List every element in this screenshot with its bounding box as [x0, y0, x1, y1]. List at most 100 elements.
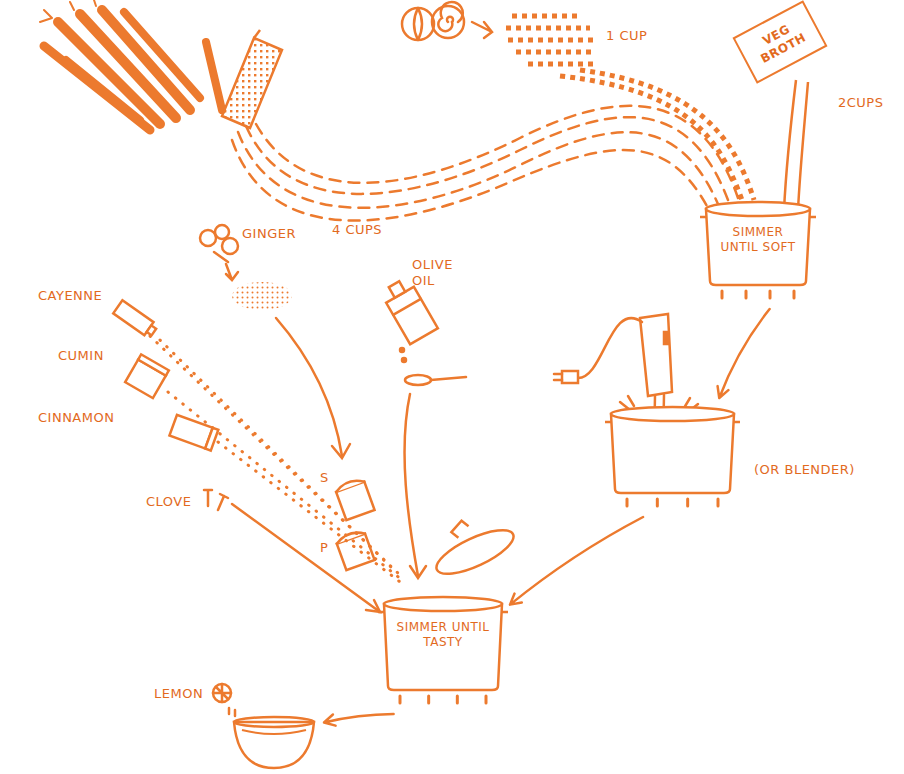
ginger — [276, 318, 342, 456]
grated-carrot — [256, 106, 738, 198]
spice-dust — [168, 392, 402, 580]
onion — [414, 8, 422, 40]
soup-pot: SIMMER UNTIL SOFT — [700, 195, 816, 307]
olive-oil — [389, 281, 405, 297]
olive-oil — [402, 358, 406, 362]
ginger — [215, 225, 229, 239]
node-label: LEMON — [154, 686, 203, 702]
spice-jars — [169, 415, 218, 451]
ingredient-label: CLOVE — [146, 494, 191, 510]
spice-jars — [113, 300, 374, 570]
ingredient-label: CINNAMON — [38, 410, 114, 426]
ginger — [200, 225, 350, 458]
ginger — [222, 238, 238, 254]
immersion-blender — [640, 314, 672, 396]
diced-onion — [512, 14, 580, 19]
onion — [402, 2, 492, 40]
pot-lid — [449, 519, 471, 539]
spice-jars — [147, 325, 157, 335]
grated-carrot — [238, 132, 718, 208]
node-label: SIMMER UNTIL SOFT — [712, 225, 804, 255]
ginger — [226, 264, 238, 280]
broth-carton: VEG BROTH — [732, 0, 827, 83]
ginger — [200, 230, 216, 246]
ingredient-label: 4 CUPS — [332, 222, 382, 238]
olive-oil — [380, 276, 466, 578]
grater — [222, 38, 282, 128]
diced-onion — [560, 76, 742, 200]
ginger — [332, 444, 350, 458]
immersion-blender — [562, 371, 578, 383]
cloves — [204, 490, 212, 506]
grater — [254, 30, 260, 38]
carrots — [206, 42, 222, 110]
spice-jars — [113, 300, 158, 338]
diced-onion — [508, 38, 594, 43]
ginger — [232, 282, 292, 310]
pot-lid — [431, 522, 519, 583]
spice-jars — [138, 354, 169, 375]
ingredient-label: 1 CUP — [606, 28, 647, 44]
grated-carrot — [232, 140, 708, 221]
carrots — [80, 14, 176, 118]
onion — [472, 22, 492, 38]
broth-pour — [784, 80, 796, 210]
step-arrow — [324, 714, 394, 726]
diced-onion — [506, 16, 754, 200]
spice-dust — [150, 336, 400, 575]
spice-jars — [334, 477, 364, 492]
spice-jars — [335, 529, 374, 570]
pot-outline — [605, 400, 740, 515]
carrots — [40, 0, 222, 130]
carrots — [124, 12, 200, 98]
carrots — [40, 0, 96, 22]
grater — [222, 30, 282, 128]
immersion-blender — [664, 332, 668, 344]
onion — [402, 8, 434, 40]
spice-dust — [150, 336, 404, 585]
diced-onion — [506, 26, 590, 31]
olive-oil — [393, 299, 421, 315]
spice-jars — [125, 354, 169, 398]
olive-oil — [410, 566, 426, 578]
broth-pour — [784, 80, 808, 210]
ingredient-label: 2CUPS — [838, 95, 883, 111]
spice-jars — [205, 428, 218, 451]
onion — [438, 2, 462, 31]
broth-pour — [798, 82, 808, 210]
ingredient-label: CUMIN — [58, 348, 104, 364]
lemon — [213, 684, 235, 716]
spice-jars — [334, 477, 374, 520]
diced-onion — [580, 70, 754, 200]
cloves — [366, 600, 380, 612]
soup-pot: SIMMER UNTIL TASTY — [378, 590, 508, 712]
ginger — [214, 252, 228, 262]
olive-oil — [405, 394, 418, 576]
cloves — [218, 494, 228, 510]
lemon — [229, 708, 235, 716]
serving-bowl: LEMON — [150, 682, 322, 772]
step-arrow — [718, 309, 770, 398]
lemon — [213, 684, 231, 702]
cloves — [204, 490, 380, 612]
immersion-blender — [578, 318, 642, 378]
carrots — [66, 60, 140, 120]
step-arrow — [510, 517, 643, 605]
spice-jars — [335, 529, 365, 544]
olive-oil — [400, 348, 404, 352]
carrots — [44, 46, 150, 130]
lemon — [213, 684, 231, 702]
node-label: (OR BLENDER) — [754, 462, 855, 478]
grated-carrot — [246, 117, 728, 200]
olive-oil — [405, 375, 431, 385]
pot-outline — [378, 590, 508, 712]
immersion-blender — [554, 374, 562, 380]
ingredient-label: P — [320, 540, 328, 556]
ingredient-label: OLIVE OIL — [412, 257, 460, 290]
olive-oil — [431, 377, 466, 380]
diced-onion — [516, 50, 596, 55]
ingredient-label: CAYENNE — [38, 288, 102, 304]
ingredient-label: GINGER — [242, 226, 296, 242]
node-label: VEG BROTH — [743, 13, 817, 71]
